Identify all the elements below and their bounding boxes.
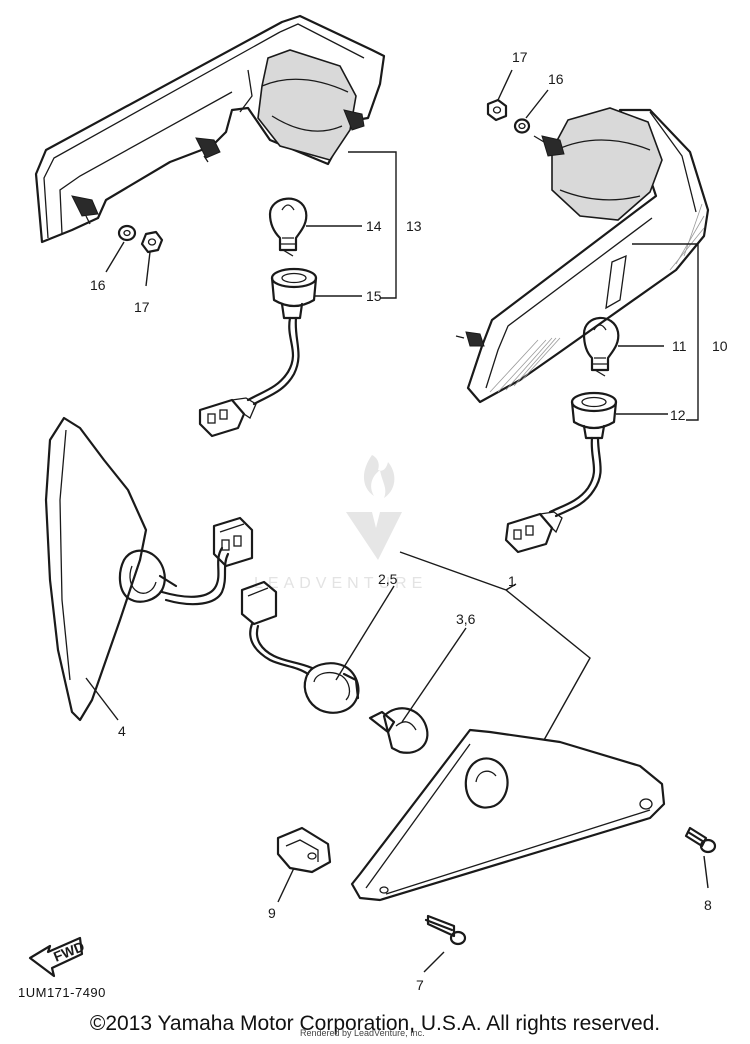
- callout-14: 14: [366, 218, 382, 234]
- callout-17-left: 17: [134, 299, 150, 315]
- rear-lens-housing-right: [455, 107, 710, 404]
- nut-17-left: [140, 230, 164, 254]
- diagram-code: 1UM171-7490: [18, 985, 106, 1000]
- callout-15: 15: [366, 288, 382, 304]
- callout-2-5: 2,5: [378, 571, 398, 587]
- washer-16-left: [117, 224, 137, 242]
- callout-16-right: 16: [548, 71, 564, 87]
- front-marker-lens-1: [350, 728, 666, 902]
- screw-8: [684, 826, 717, 854]
- callout-1: 1: [508, 573, 516, 589]
- socket-2-5-with-harness: [240, 580, 360, 714]
- callout-9: 9: [268, 905, 276, 921]
- callout-13: 13: [406, 218, 422, 234]
- fwd-arrow: FWD: [28, 936, 87, 978]
- socket-15-with-harness: [198, 267, 318, 438]
- watermark: LEADVENTURE: [254, 455, 427, 592]
- callout-12: 12: [670, 407, 686, 423]
- reflector-hatching-right: [489, 203, 705, 393]
- leader-13: [348, 151, 397, 299]
- rendered-by-notice: Rendered by LeadVenture, Inc.: [300, 1028, 425, 1038]
- callout-4: 4: [118, 723, 126, 739]
- leader-3-6: [401, 627, 467, 723]
- nut-17-right: [486, 98, 508, 122]
- callouts: 1 2,5 3,6 4 7 8 9 10 11 12 13 14 15 16 1…: [90, 49, 728, 993]
- callout-11: 11: [672, 338, 687, 354]
- leader-1: [399, 551, 591, 741]
- leader-1-b: [505, 583, 517, 591]
- rear-lens-housing-left: [34, 14, 386, 244]
- screw-7: [424, 914, 467, 946]
- callout-16-left: 16: [90, 277, 106, 293]
- bulb-11: [582, 316, 620, 377]
- washer-16-right: [513, 118, 531, 134]
- callout-17-right: 17: [512, 49, 528, 65]
- leader-10: [632, 243, 699, 421]
- socket-12-with-harness: [504, 391, 618, 554]
- leader-2-5: [335, 585, 395, 681]
- callout-7: 7: [416, 977, 424, 993]
- callout-10: 10: [712, 338, 728, 354]
- bulb-14: [268, 197, 308, 257]
- watermark-text: LEADVENTURE: [254, 575, 427, 592]
- copyright-notice: ©2013 Yamaha Motor Corporation, U.S.A. A…: [89, 1012, 661, 1035]
- side-marker-lens-4: [44, 416, 254, 722]
- callout-3-6: 3,6: [456, 611, 476, 627]
- callout-8: 8: [704, 897, 712, 913]
- bulb-3-6: [368, 707, 429, 754]
- clip-9: [276, 826, 332, 874]
